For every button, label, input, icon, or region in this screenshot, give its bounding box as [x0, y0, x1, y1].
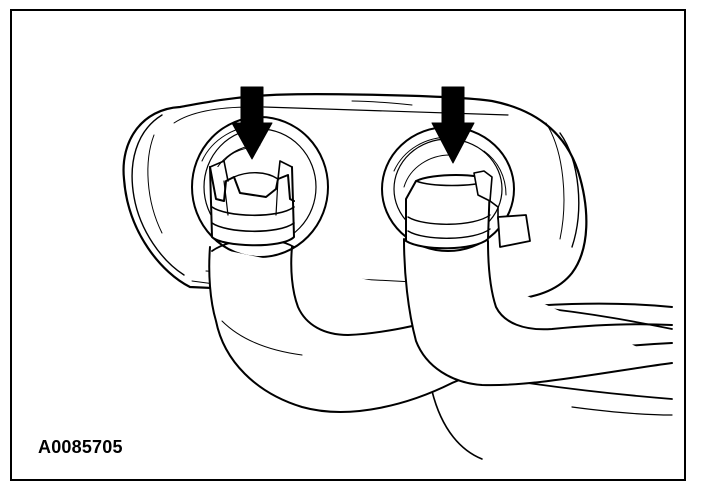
right-quick-connector: [405, 170, 531, 250]
arrow-down-icon: [431, 86, 475, 164]
illustration-frame: A0085705: [10, 9, 686, 481]
arrow-down-icon: [231, 86, 273, 160]
figure-code: A0085705: [38, 437, 123, 457]
left-quick-connector: [209, 160, 295, 247]
right-hose: [403, 231, 673, 387]
heater-core-hose-illustration: [122, 86, 673, 460]
